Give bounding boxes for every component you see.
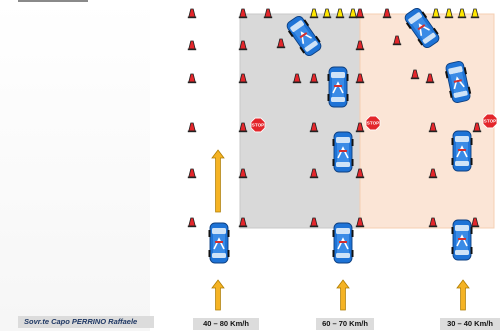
cone-icon bbox=[188, 218, 196, 227]
arrow-up-icon bbox=[337, 280, 349, 310]
speed-label-1: 40 – 80 Km/h bbox=[193, 318, 259, 330]
cone-icon bbox=[188, 9, 196, 18]
stop-sign-icon: STOP bbox=[483, 114, 497, 128]
stop-sign-icon: STOP bbox=[366, 116, 380, 130]
cone-icon bbox=[188, 123, 196, 132]
cone-icon bbox=[188, 74, 196, 83]
arrow-up-icon bbox=[212, 150, 224, 212]
arrow-up-icon bbox=[457, 280, 469, 310]
police-car-icon bbox=[333, 132, 354, 172]
police-car-icon bbox=[333, 223, 354, 263]
police-car-icon bbox=[452, 220, 473, 260]
author-credit: Sovr.te Capo PERRINO Raffaele bbox=[18, 316, 154, 328]
arrow-up-icon bbox=[212, 280, 224, 310]
svg-text:STOP: STOP bbox=[367, 121, 379, 126]
police-car-icon bbox=[328, 67, 349, 107]
police-car-icon bbox=[209, 223, 230, 263]
police-car-icon bbox=[452, 131, 473, 171]
cone-icon bbox=[188, 169, 196, 178]
svg-text:STOP: STOP bbox=[252, 123, 264, 128]
speed-label-3: 30 – 40 Km/h bbox=[440, 318, 500, 330]
stop-sign-icon: STOP bbox=[251, 118, 265, 132]
speed-label-2: 60 – 70 Km/h bbox=[316, 318, 374, 330]
cone-icon bbox=[188, 41, 196, 50]
svg-text:STOP: STOP bbox=[484, 119, 496, 124]
